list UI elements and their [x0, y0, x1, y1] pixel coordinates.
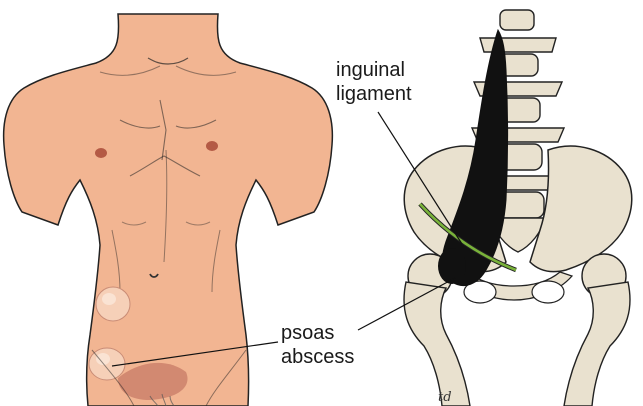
psoas-label-line1: psoas — [281, 321, 354, 345]
femur-right — [564, 282, 630, 406]
pelvis-spine-illustration: td — [404, 10, 632, 406]
obturator-right — [532, 281, 564, 303]
psoas-abscess-label: psoas abscess — [281, 321, 354, 369]
ilium-right — [530, 146, 632, 271]
artist-signature: td — [438, 390, 452, 405]
psoas-label-line2: abscess — [281, 345, 354, 369]
psoas-abscess-bulge — [438, 248, 466, 284]
inguinal-label-line2: ligament — [336, 82, 412, 106]
inguinal-ligament-label: inguinal ligament — [336, 58, 412, 106]
nipple-left — [95, 148, 107, 158]
abscess-swelling-upper — [96, 287, 130, 321]
inguinal-label-line1: inguinal — [336, 58, 412, 82]
nipple-right — [206, 141, 218, 151]
